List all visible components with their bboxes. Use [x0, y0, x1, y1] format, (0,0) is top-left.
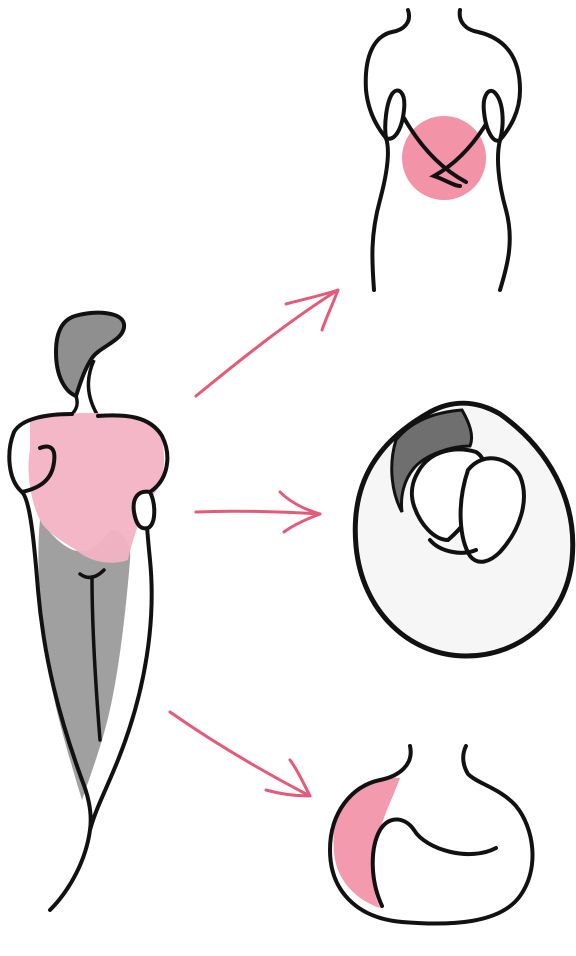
figure-right-arm: [134, 492, 155, 529]
arrow-to-curl: [196, 492, 320, 532]
standing-figure: [9, 313, 167, 910]
rounded-back: [330, 746, 532, 924]
back-arm: [373, 819, 496, 906]
curled-figure: [355, 403, 573, 656]
torso-closeup: [366, 10, 520, 290]
arrows: [170, 290, 338, 796]
back-pink-wash: [334, 778, 401, 908]
arrow-to-back: [170, 712, 310, 796]
arrow-to-torso: [196, 290, 338, 396]
torso-pink-spot: [402, 116, 486, 200]
